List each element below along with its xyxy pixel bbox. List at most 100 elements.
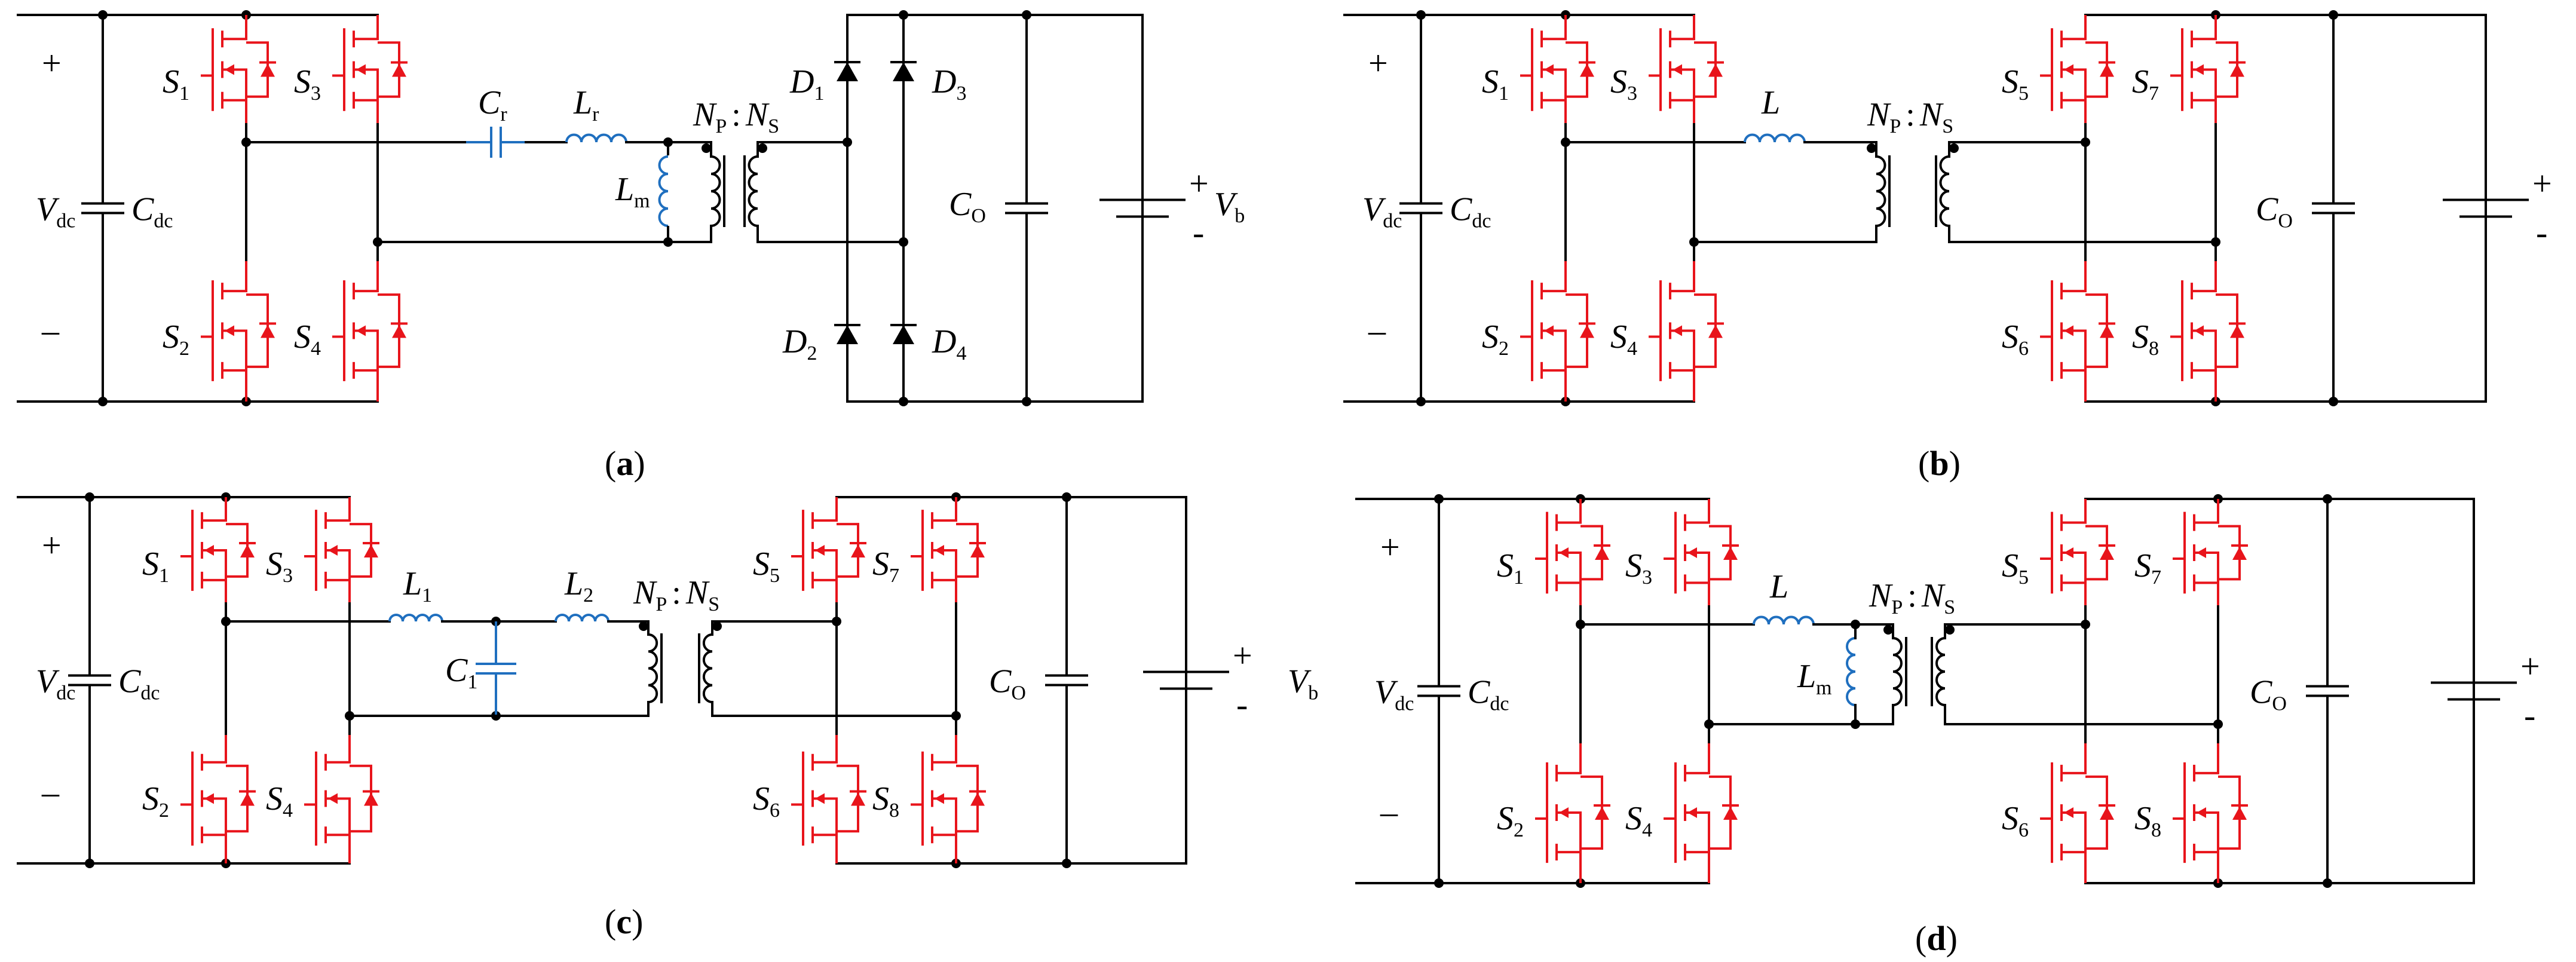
lm-label: Lm (615, 171, 650, 212)
co-label-sub: O (1011, 682, 1026, 704)
l-label-main: L (1769, 568, 1788, 605)
s1-switch (1520, 15, 1595, 124)
s1-label-sub: 1 (1514, 566, 1524, 589)
s7-label: S7 (2132, 63, 2159, 105)
s7-label-main: S (2134, 547, 2151, 584)
battery-plus-sign: + (2532, 164, 2552, 203)
d4-label: D4 (932, 323, 966, 364)
s1-switch (201, 15, 276, 124)
cdc-label: Cdc (118, 663, 160, 704)
d2-label-main: D (782, 323, 807, 360)
junction-dot (2081, 620, 2090, 629)
vdc-label: Vdc (1374, 674, 1414, 715)
s3-label: S3 (1625, 547, 1652, 589)
series-inductor-l (1753, 615, 1815, 625)
wire (1542, 15, 1567, 41)
s2-label-main: S (142, 780, 159, 817)
s8-switch (911, 734, 986, 863)
wire (1693, 225, 1877, 243)
wire (1557, 851, 1582, 883)
ns-sub: S (1944, 596, 1955, 618)
battery-minus-sign: - (1193, 213, 1204, 252)
wire (756, 225, 905, 243)
l2-label-main: L (564, 565, 583, 602)
cdc-label-main: C (1468, 674, 1490, 711)
wire (202, 734, 227, 764)
s3-label-sub: 3 (1627, 82, 1637, 105)
wire (2062, 15, 2087, 41)
wire (202, 578, 227, 603)
s1-switch (180, 497, 256, 603)
wire (326, 797, 351, 835)
wire (1685, 811, 1710, 853)
magnetizing-inductor-lm (658, 155, 669, 227)
d3-diode (890, 35, 917, 109)
d4-diode (890, 298, 917, 372)
d1-label-main: D (789, 63, 814, 100)
l2-label: L2 (564, 565, 593, 606)
s8-label-main: S (2134, 800, 2151, 837)
d3-label-main: D (932, 63, 956, 100)
input-capacitor-cdc (68, 496, 111, 865)
s8-label-sub: 8 (2149, 338, 2159, 360)
wire (348, 701, 650, 717)
s6-label-main: S (2002, 800, 2018, 837)
s6-switch (2040, 742, 2115, 883)
wire (354, 329, 379, 370)
d1-diode (834, 35, 860, 109)
junction-dot (1949, 143, 1959, 153)
s8-label-main: S (872, 780, 889, 817)
lr-label-sub: r (592, 103, 599, 125)
cdc-label-main: C (118, 663, 141, 700)
s4-label-sub: 4 (1627, 338, 1637, 360)
input-capacitor-cdc (1399, 14, 1442, 403)
s2-label-main: S (1497, 800, 1514, 837)
wire (835, 496, 1187, 865)
battery-plus-sign: + (2520, 647, 2540, 686)
s8-label-sub: 8 (889, 799, 899, 822)
vb-label-sub: b (1235, 205, 1245, 227)
s7-label-main: S (2132, 63, 2149, 100)
wire (202, 497, 227, 522)
ns-sub: S (708, 593, 719, 615)
output-capacitor-co (2312, 14, 2355, 403)
wire (2062, 811, 2087, 853)
ns-main: N (685, 574, 710, 611)
s2-label-main: S (163, 318, 179, 356)
s7-label-main: S (872, 546, 889, 583)
wire (1944, 704, 2219, 725)
negative-terminal-sign: – (1380, 792, 1398, 831)
junction-dot (843, 137, 852, 147)
co-label: CO (2256, 191, 2293, 232)
wire (932, 834, 957, 863)
co-label-main: C (949, 186, 972, 223)
co-label-sub: O (971, 205, 986, 227)
vdc-label-main: V (1362, 191, 1386, 228)
s6-label-sub: 6 (770, 799, 780, 822)
s4-switch (332, 260, 408, 402)
vdc-label-sub: dc (1383, 210, 1402, 232)
s5-switch (2040, 15, 2115, 124)
positive-terminal-sign: + (1368, 44, 1388, 82)
positive-terminal-sign: + (42, 526, 62, 565)
d2-diode (834, 298, 860, 372)
cdc-label: Cdc (1450, 191, 1491, 232)
d2-label-sub: 2 (807, 342, 817, 364)
s4-label-main: S (1625, 800, 1642, 837)
s2-label-sub: 2 (1514, 819, 1524, 841)
ns-main: N (745, 96, 770, 133)
s1-switch (1535, 499, 1610, 606)
vdc-label-main: V (1374, 674, 1398, 711)
battery-vb: +- (2431, 498, 2540, 884)
cdc-label-main: C (1450, 191, 1472, 228)
s2-label: S2 (142, 780, 169, 822)
wire (2192, 260, 2217, 293)
co-label: CO (949, 186, 986, 227)
lr-label-main: L (573, 84, 592, 121)
s4-switch (1649, 260, 1724, 402)
wire (1557, 742, 1582, 774)
wire (2062, 99, 2087, 124)
s3-switch (1649, 15, 1724, 124)
vdc-label: Vdc (1362, 191, 1402, 232)
